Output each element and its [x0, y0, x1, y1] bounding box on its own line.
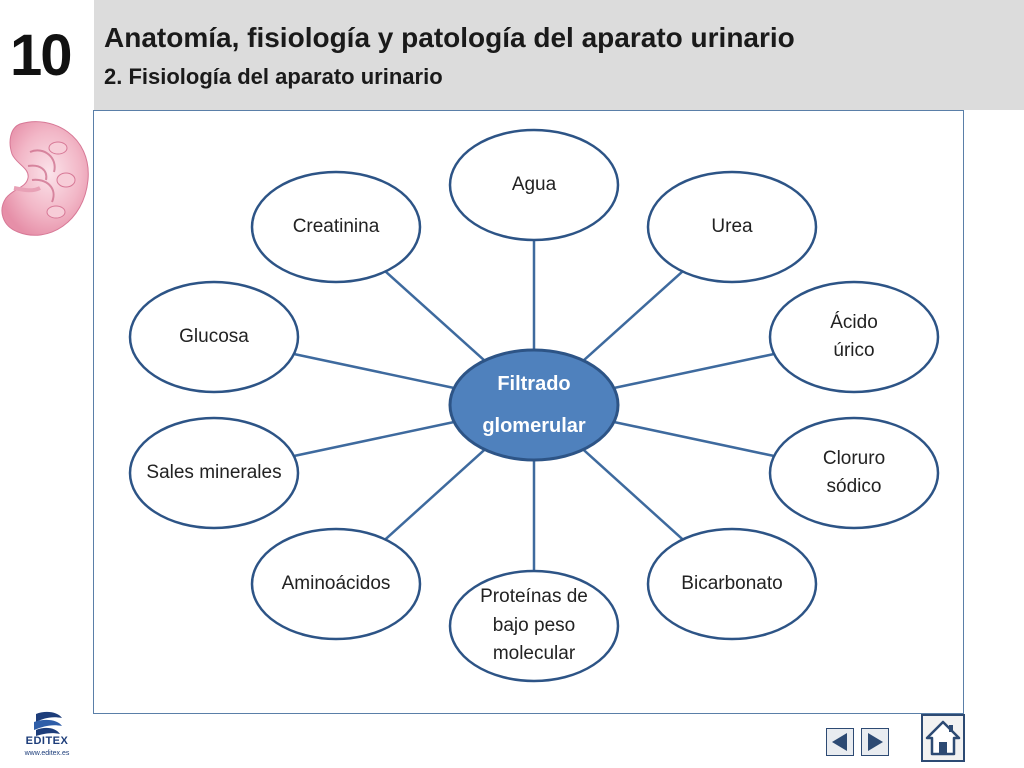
node-urea — [646, 170, 818, 284]
node-label-creatinina: Creatinina — [292, 215, 380, 237]
arrow-left-icon — [832, 733, 847, 751]
node-label-aminoacidos: Aminoácidos — [281, 572, 391, 594]
logo-url: www.editex.es — [24, 750, 70, 757]
connector-bicarbonato — [582, 448, 684, 541]
connectors — [293, 240, 775, 571]
connector-sales-minerales — [293, 420, 455, 458]
node-bicarbonato — [646, 527, 818, 641]
ellipses — [128, 128, 940, 683]
kidney-illustration — [1, 121, 89, 236]
home-icon — [925, 720, 961, 756]
header-title-bar — [94, 0, 1024, 110]
logo-text: EDITEX — [25, 735, 69, 747]
next-slide-button[interactable] — [861, 728, 889, 756]
header: 10 Anatomía, fisiología y patología del … — [0, 0, 1024, 110]
connector-acido-urico — [613, 352, 775, 390]
node-glucosa — [128, 280, 300, 394]
previous-slide-button[interactable] — [826, 728, 854, 756]
node-proteinas — [448, 569, 620, 683]
node-acido-urico — [768, 280, 940, 394]
connector-urea — [582, 270, 684, 362]
connector-glucosa — [293, 352, 455, 390]
node-label-cloruro-sodico: Cloruro sódico — [822, 447, 886, 498]
home-button[interactable] — [921, 714, 965, 762]
node-agua — [448, 128, 620, 242]
mind-map-diagram — [128, 128, 940, 683]
node-cloruro-sodico — [768, 416, 940, 530]
node-label-glucosa: Glucosa — [179, 325, 249, 347]
node-label-urea: Urea — [711, 215, 753, 237]
node-label-sales-minerales: Sales minerales — [146, 461, 282, 483]
chapter-number: 10 — [10, 23, 72, 88]
center-node — [448, 348, 620, 462]
center-node-label: Filtrado glomerular — [482, 373, 586, 437]
node-sales-minerales — [128, 416, 300, 530]
connector-aminoacidos — [384, 448, 486, 541]
node-label-agua: Agua — [511, 173, 557, 195]
page-subtitle: 2. Fisiología del aparato urinario — [104, 64, 443, 89]
page-title: Anatomía, fisiología y patología del apa… — [104, 22, 795, 53]
connector-cloruro-sodico — [613, 420, 775, 458]
header-chapter-area — [0, 0, 94, 110]
connector-creatinina — [384, 270, 486, 362]
node-label-acido-urico: Ácido úrico — [830, 311, 878, 362]
node-label-proteinas: Proteínas de bajo peso molecular — [480, 586, 588, 665]
node-aminoacidos — [250, 527, 422, 641]
editex-logo-icon — [34, 711, 62, 736]
node-label-bicarbonato: Bicarbonato — [681, 572, 783, 594]
arrow-right-icon — [868, 733, 883, 751]
node-creatinina — [250, 170, 422, 284]
